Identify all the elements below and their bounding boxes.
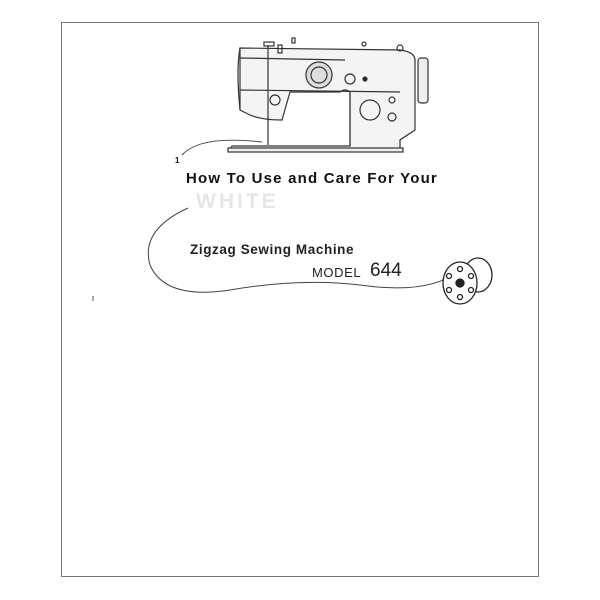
brand-logo: WHITE [196,190,279,213]
bobbin-icon [442,257,493,305]
document-subtitle: Zigzag Sewing Machine [190,242,355,257]
page-border [61,22,539,577]
model-number: 644 [370,260,402,281]
thread-line [181,139,263,156]
model-label: MODEL [312,265,362,280]
document-title: How To Use and Care For Your [186,170,438,187]
callout-number: 1 [175,156,180,165]
